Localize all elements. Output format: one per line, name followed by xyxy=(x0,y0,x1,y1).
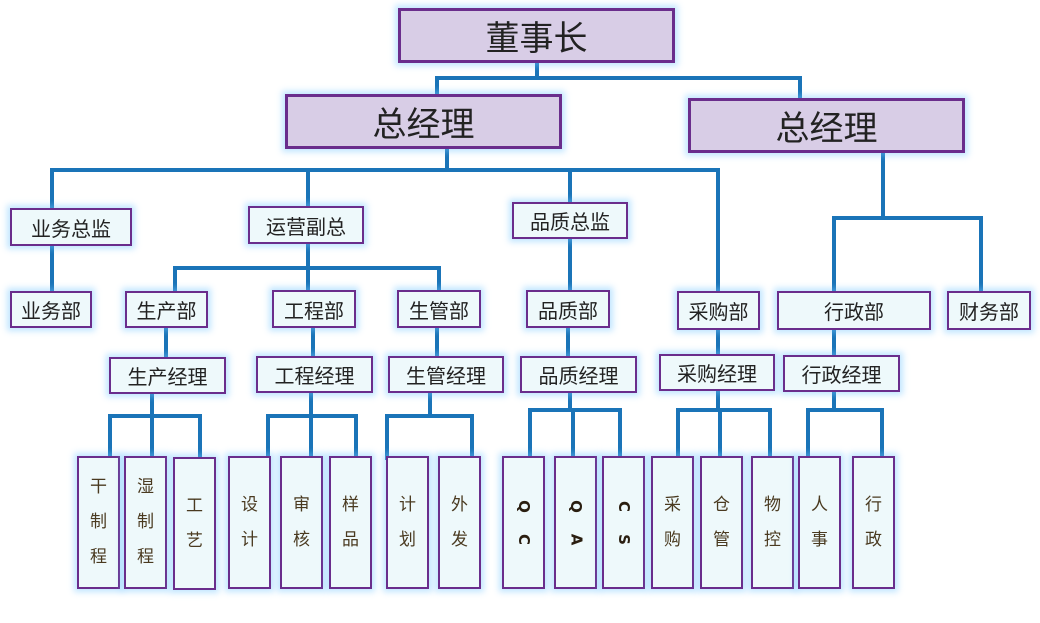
production-manager-box: 生产经理 xyxy=(109,357,226,394)
production-manager-label: 生产经理 xyxy=(127,365,208,389)
general-manager-right-label: 总经理 xyxy=(775,109,878,149)
engineering-manager-box: 工程经理 xyxy=(256,356,373,393)
unit-administration: 行政 xyxy=(852,456,895,589)
sales-department-box: 业务部 xyxy=(10,291,92,328)
quality-department-box: 品质部 xyxy=(526,290,610,328)
engineering-manager-label: 工程经理 xyxy=(274,364,355,388)
admin-department-box: 行政部 xyxy=(777,291,931,330)
engineering-department-box: 工程部 xyxy=(272,290,356,328)
purchasing-manager-label: 采购经理 xyxy=(677,362,757,386)
admin-manager-box: 行政经理 xyxy=(783,355,900,392)
purchasing-department-label: 采购部 xyxy=(688,300,749,324)
finance-department-box: 财务部 xyxy=(947,291,1031,330)
quality-manager-box: 品质经理 xyxy=(520,356,637,393)
finance-department-label: 财务部 xyxy=(959,300,1019,324)
production-management-manager-box: 生管经理 xyxy=(388,356,504,393)
sales-director-box: 业务总监 xyxy=(10,208,132,246)
purchasing-manager-box: 采购经理 xyxy=(659,354,775,391)
quality-director-label: 品质总监 xyxy=(530,210,610,234)
unit-plan: 计划 xyxy=(386,456,429,589)
production-department-label: 生产部 xyxy=(136,299,197,323)
sales-department-label: 业务部 xyxy=(21,299,81,323)
engineering-department-label: 工程部 xyxy=(284,298,344,323)
unit-personnel: 人事 xyxy=(798,456,841,589)
unit-review: 审核 xyxy=(280,456,323,589)
unit-design: 设计 xyxy=(228,456,271,589)
unit-material-control: 物控 xyxy=(751,456,794,589)
operations-vp-box: 运营副总 xyxy=(248,206,364,244)
production-department-box: 生产部 xyxy=(125,291,208,328)
general-manager-right-box: 总经理 xyxy=(688,98,965,153)
unit-outsourcing: 外发 xyxy=(438,456,481,589)
unit-wet-process: 湿制程 xyxy=(124,456,167,589)
unit-purchasing: 采购 xyxy=(651,456,694,589)
quality-manager-label: 品质经理 xyxy=(538,364,619,388)
chairman-box: 董事长 xyxy=(398,8,675,63)
unit-sample: 样品 xyxy=(329,456,372,589)
production-management-department-box: 生管部 xyxy=(397,290,481,328)
general-manager-left-label: 总经理 xyxy=(372,105,475,145)
operations-vp-label: 运营副总 xyxy=(266,214,346,239)
chairman-label: 董事长 xyxy=(485,19,588,59)
quality-director-box: 品质总监 xyxy=(512,202,628,239)
admin-department-label: 行政部 xyxy=(824,300,884,324)
general-manager-left-box: 总经理 xyxy=(285,94,562,149)
unit-dry-process: 干制程 xyxy=(77,456,120,589)
production-management-department-label: 生管部 xyxy=(409,298,469,323)
quality-department-label: 品质部 xyxy=(538,298,598,323)
admin-manager-label: 行政经理 xyxy=(801,363,882,387)
unit-craft: 工艺 xyxy=(173,457,216,590)
sales-director-label: 业务总监 xyxy=(31,216,111,241)
production-management-manager-label: 生管经理 xyxy=(406,364,486,388)
purchasing-department-box: 采购部 xyxy=(677,291,760,330)
unit-warehouse: 仓管 xyxy=(700,456,743,589)
